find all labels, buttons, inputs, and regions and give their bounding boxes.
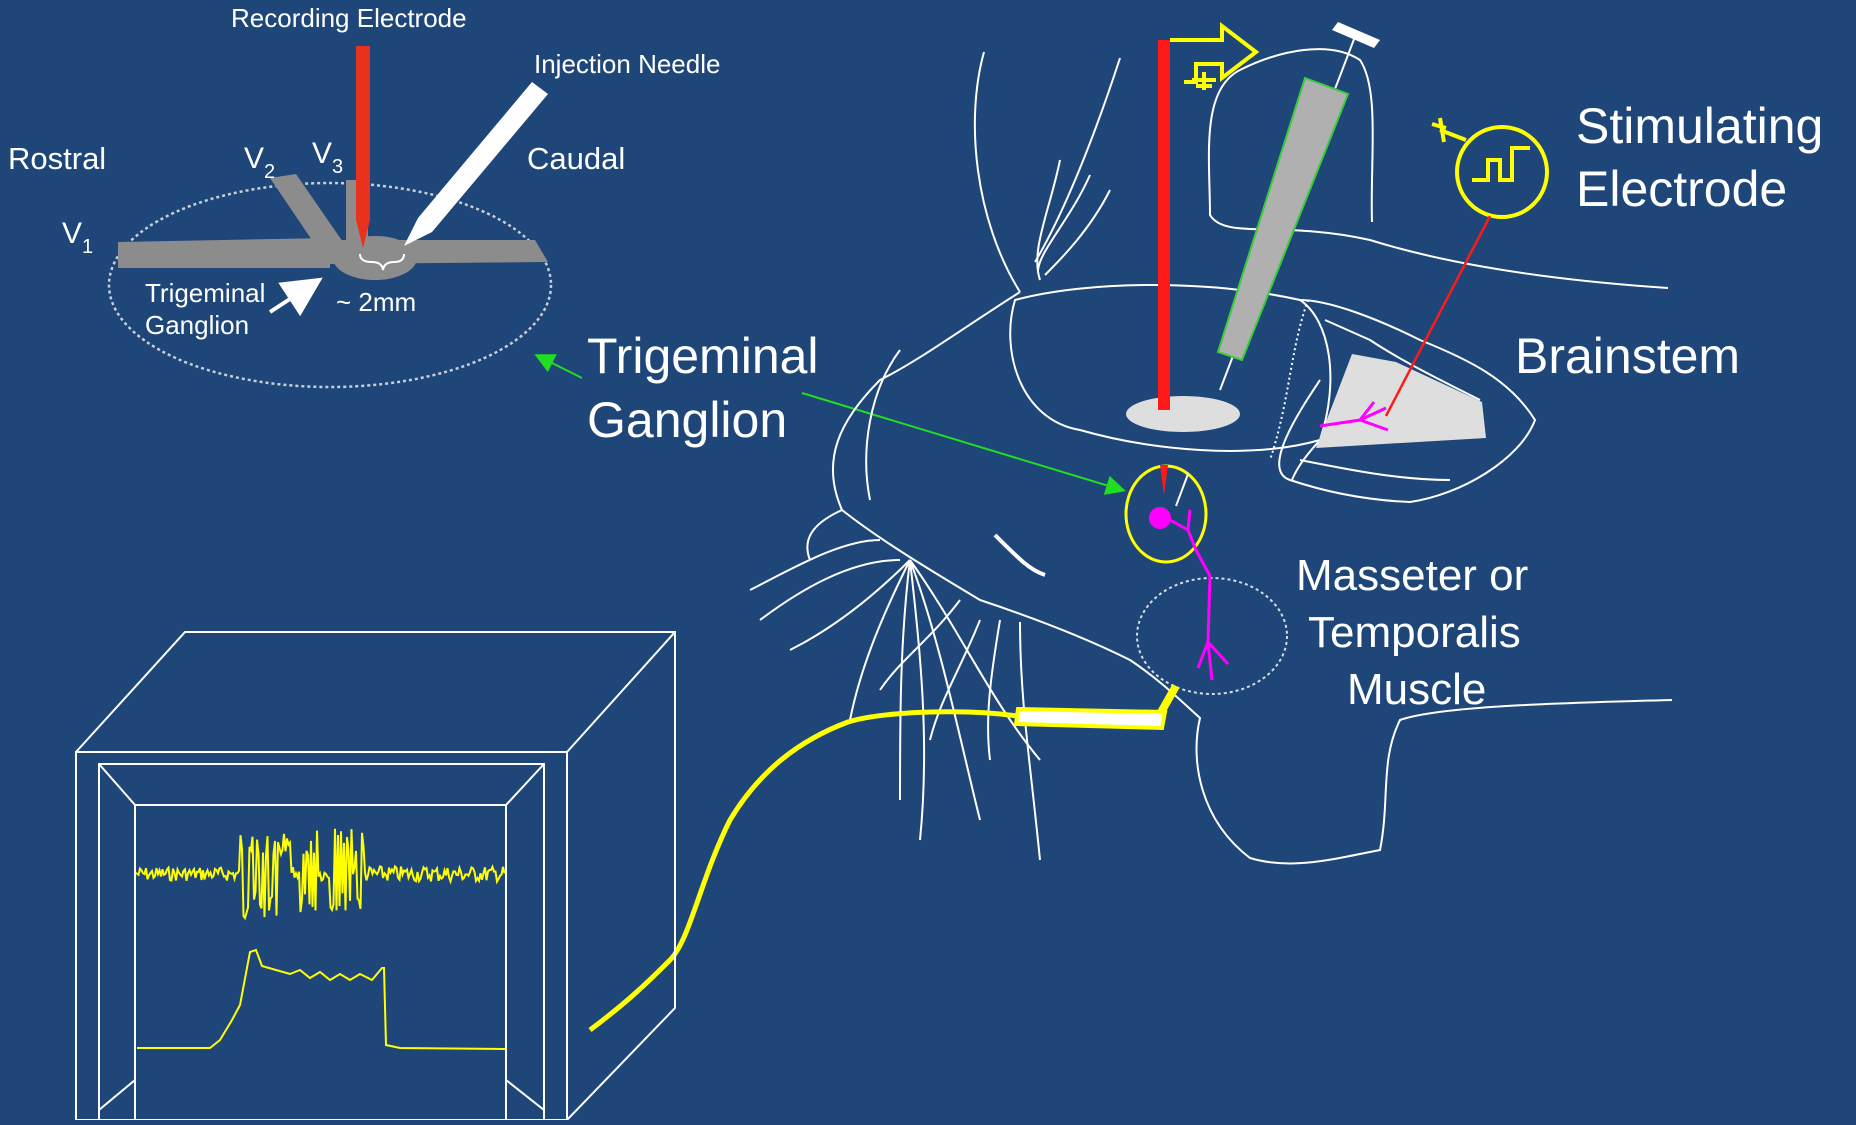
v3-label: V3 [312,137,343,178]
unit-activity-trace [137,829,505,918]
distance-label: ~ 2mm [336,287,416,317]
ganglion-neuron-axon [1170,510,1228,680]
oscilloscope-monitor [76,632,675,1120]
muscle-label-line1: Masseter or [1296,551,1528,600]
v1-label: V1 [62,217,93,258]
emg-trace [137,950,505,1049]
oscilloscope-traces [137,829,505,1049]
recording-electrode-small [356,46,370,248]
pointer-to-ganglion [802,393,1122,490]
brainstem-label: Brainstem [1515,328,1740,384]
stimulating-electrode-label-line2: Electrode [1576,161,1787,217]
emg-electrode [1016,709,1165,728]
caudal-label: Caudal [527,141,625,176]
inset-ganglion-label-line2: Ganglion [145,310,249,340]
ganglion-pointer-arrow [270,282,316,312]
trigeminal-ganglion-label-line1: Trigeminal [587,328,819,384]
ganglion-neuron-soma [1149,507,1171,529]
pointer-to-inset [538,356,582,378]
v1-nerve [118,238,330,268]
injection-needle-label: Injection Needle [534,49,720,79]
muscle-label-line2: Temporalis [1308,608,1521,657]
recording-electrode-label: Recording Electrode [231,3,467,33]
skull-outline [750,49,1672,863]
inset-ganglion-label-line1: Trigeminal [145,278,265,308]
stimulus-arrow [1170,26,1256,82]
rostral-label: Rostral [8,141,106,176]
injection-syringe [1218,22,1380,390]
v2-label: V2 [244,142,275,183]
stimulus-generator-icon [1432,118,1547,217]
recording-electrode-large [1158,40,1170,410]
stimulating-electrode-label-line1: Stimulating [1576,98,1823,154]
trigeminal-ganglion-label-line2: Ganglion [587,392,787,448]
muscle-label-line3: Muscle [1347,665,1486,714]
injection-tip [1176,474,1188,506]
ganglion-body [333,236,417,280]
brainstem-tissue [1316,354,1486,448]
recording-cable [590,712,1018,1030]
ganglion-tissue [1126,396,1240,432]
ganglion-recording-tip [1160,465,1168,495]
